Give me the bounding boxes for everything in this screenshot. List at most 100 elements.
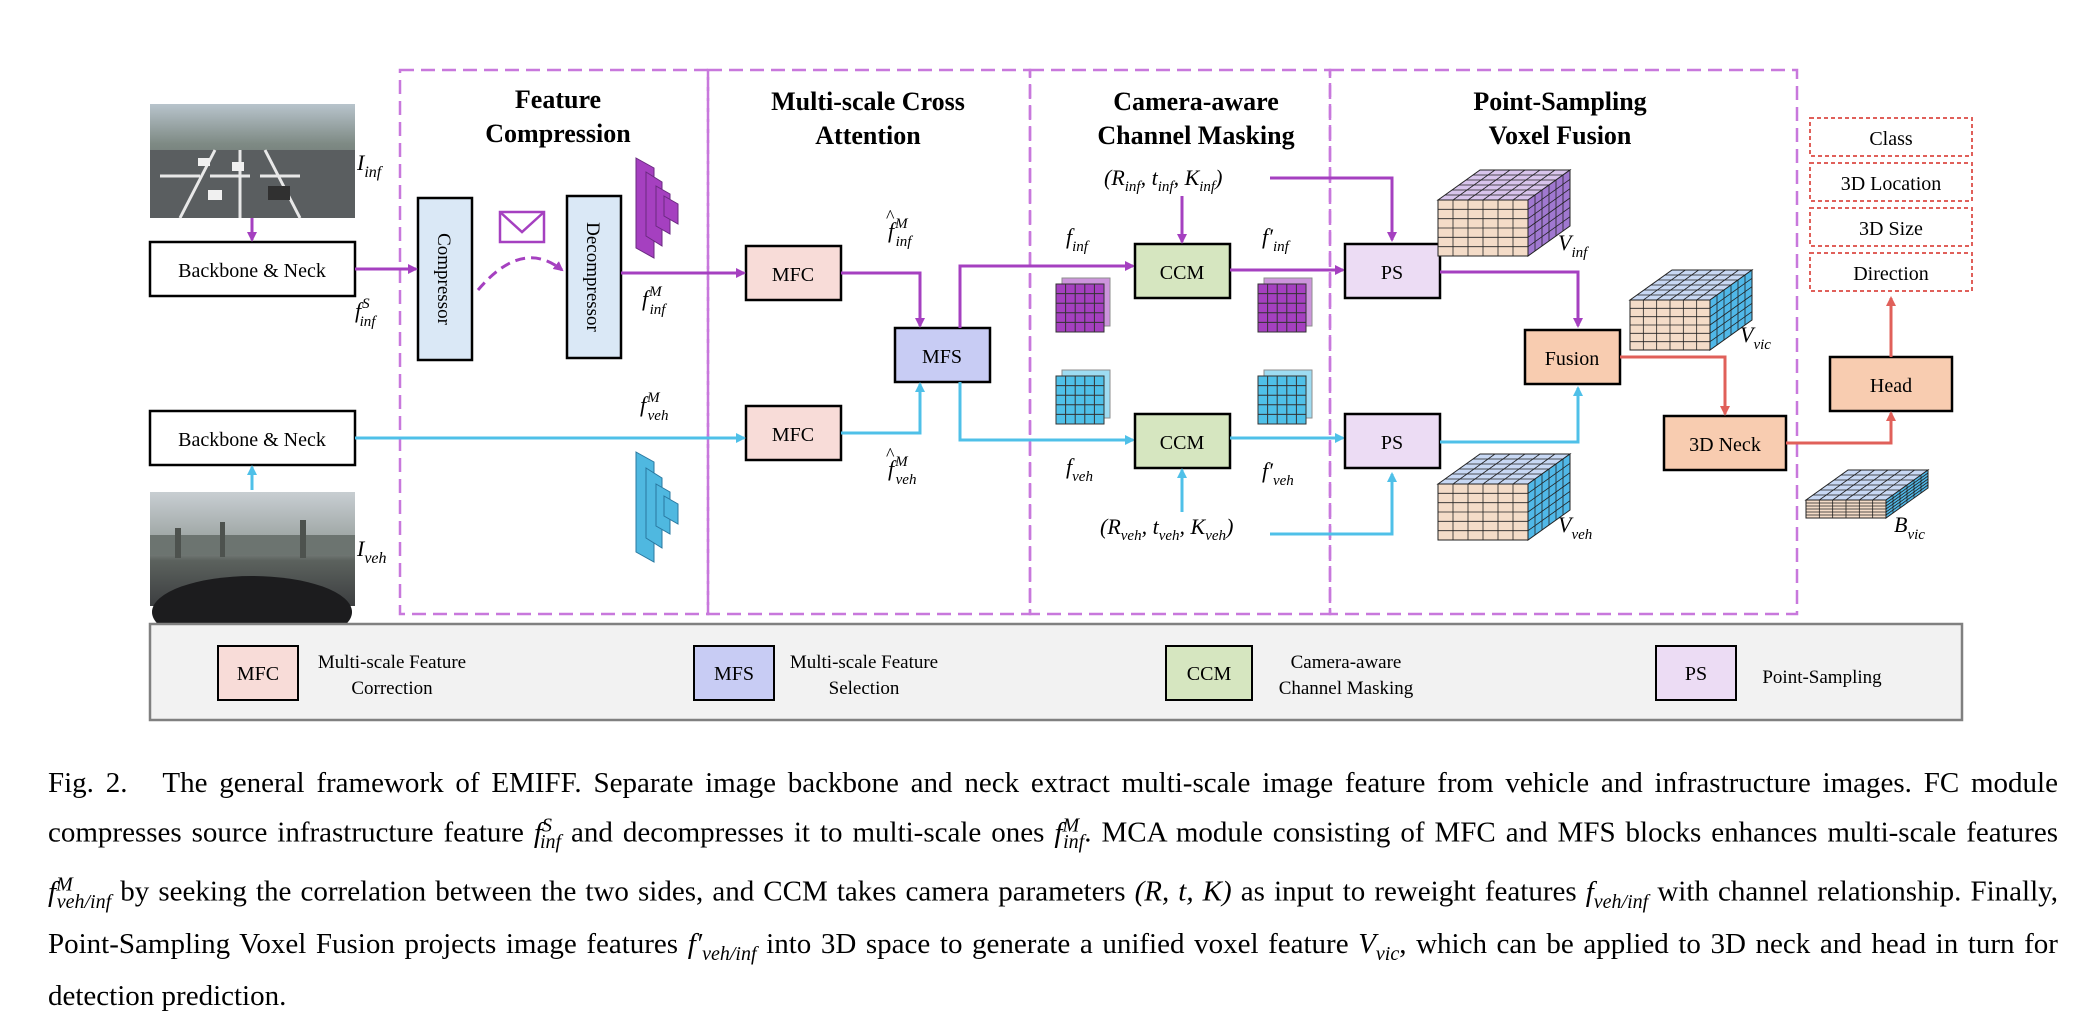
hat-veh: ^ xyxy=(886,444,895,464)
section-title-ccm-2: Channel Masking xyxy=(1097,121,1294,150)
compressor-box: Compressor xyxy=(416,196,474,362)
legend-ccm-desc-2: Channel Masking xyxy=(1279,678,1414,699)
label-i-veh: Iveh xyxy=(356,536,387,567)
caption-math-5: fveh/inf xyxy=(1585,876,1649,913)
caption-math-4: (R, t, K) xyxy=(1134,876,1232,909)
legend-mfs-tag: MFS xyxy=(714,663,754,685)
arrow-ps-fusion-inf xyxy=(1440,270,1583,328)
label-f-veh: fveh xyxy=(1066,454,1093,485)
section-title-psvf-2: Voxel Fusion xyxy=(1489,121,1632,150)
ccm-veh-label: CCM xyxy=(1160,432,1205,454)
label-v-vic: Vvic xyxy=(1740,322,1771,353)
camera-params-veh: (Rveh, tveh, Kveh) xyxy=(1100,514,1233,544)
feature-grid-inf-masked xyxy=(1257,277,1313,333)
voxel-vic xyxy=(1628,269,1754,351)
mfc-veh-label: MFC xyxy=(772,424,814,446)
caption-math-1: fSinf xyxy=(533,814,562,854)
caption-prefix: Fig. 2. xyxy=(48,767,128,799)
backbone-inf-label: Backbone & Neck xyxy=(178,260,326,282)
label-v-inf: Vinf xyxy=(1558,230,1589,261)
legend-mfc-desc-1: Multi-scale Feature xyxy=(318,652,466,673)
arrow-mfc-inf-mfs xyxy=(841,271,925,328)
camera-params-inf: (Rinf, tinf, Kinf) xyxy=(1104,165,1222,195)
label-i-inf: Iinf xyxy=(356,150,384,181)
mfc-inf-label: MFC xyxy=(772,264,814,286)
label-fprime-inf: f′inf xyxy=(1262,224,1291,255)
output-direction: Direction xyxy=(1853,263,1929,285)
arrow-neck-head xyxy=(1786,411,1896,445)
voxel-inf xyxy=(1436,169,1572,257)
hat-inf: ^ xyxy=(886,206,895,226)
caption-text-5: as input to reweight features xyxy=(1231,876,1586,909)
pyramid-veh-icon xyxy=(635,451,679,563)
legend-mfs-desc-2: Selection xyxy=(829,678,900,699)
mfs-label: MFS xyxy=(922,346,962,368)
section-title-psvf-1: Point-Sampling xyxy=(1473,87,1646,116)
arrow-params-ps-inf xyxy=(1270,176,1397,242)
voxel-bev xyxy=(1804,469,1930,519)
legend-ps-desc-1: Point-Sampling xyxy=(1762,667,1882,688)
section-title-fc-2: Compression xyxy=(485,119,631,148)
output-boxes xyxy=(1809,117,1973,292)
caption-math-7: Vvic xyxy=(1358,927,1400,965)
legend-mfs-desc-1: Multi-scale Feature xyxy=(790,652,938,673)
ccm-inf-box: CCM xyxy=(1133,242,1232,300)
legend-ccm-tag: CCM xyxy=(1187,663,1232,685)
mfc-veh-box: MFC xyxy=(744,404,843,462)
fusion-label: Fusion xyxy=(1545,348,1599,370)
ps-veh-box: PS xyxy=(1343,412,1442,470)
figure-caption: Fig. 2. The general framework of EMIFF. … xyxy=(48,762,2058,1017)
feature-grid-veh-masked xyxy=(1257,369,1313,425)
decompressor-box: Decompressor xyxy=(565,194,623,360)
section-title-mca-1: Multi-scale Cross xyxy=(771,87,965,116)
neck3d-box: 3D Neck xyxy=(1662,414,1788,472)
head-label: Head xyxy=(1870,375,1912,397)
legend-mfc-tag: MFC xyxy=(237,663,279,685)
arrow-mfs-ccm-inf xyxy=(958,261,1135,328)
output-3d-size: 3D Size xyxy=(1859,218,1923,240)
section-title-fc-1: Feature xyxy=(515,85,601,114)
backbone-inf-box: Backbone & Neck xyxy=(148,240,357,298)
label-fprime-veh: f′veh xyxy=(1262,458,1294,489)
legend-ps-tag: PS xyxy=(1685,663,1707,685)
caption-text-3: . MCA module consisting of MFC and MFS b… xyxy=(1084,816,2058,849)
ps-inf-label: PS xyxy=(1381,262,1403,284)
decompressor-label: Decompressor xyxy=(582,222,603,332)
arrow-params-ps-veh xyxy=(1270,472,1397,536)
fusion-box: Fusion xyxy=(1523,328,1622,386)
label-f-inf: finf xyxy=(1066,224,1090,255)
arrow-ps-fusion-veh xyxy=(1440,386,1583,444)
feature-grid-veh xyxy=(1055,369,1111,425)
mfc-inf-box: MFC xyxy=(744,244,843,302)
section-title-mca-2: Attention xyxy=(815,121,921,150)
feature-grid-inf xyxy=(1055,277,1111,333)
envelope-icon xyxy=(498,210,546,244)
neck3d-label: 3D Neck xyxy=(1689,434,1761,456)
compressor-label: Compressor xyxy=(433,233,454,326)
caption-math-2: fMinf xyxy=(1054,814,1085,854)
head-box: Head xyxy=(1828,355,1954,413)
framework-diagram: Feature Compression Multi-scale Cross At… xyxy=(148,68,1973,722)
caption-text-2: and decompresses it to multi-scale ones xyxy=(561,816,1055,849)
caption-math-6: f′veh/inf xyxy=(687,927,757,965)
infrastructure-image xyxy=(150,104,355,219)
legend-mfc-desc-2: Correction xyxy=(351,678,433,699)
arrow-mfs-ccm-veh xyxy=(958,382,1135,445)
caption-text-1: The general framework of EMIFF. Separate… xyxy=(48,767,2058,849)
legend-ccm-desc-1: Camera-aware xyxy=(1291,652,1402,673)
label-v-veh: Vveh xyxy=(1558,512,1592,543)
section-frames xyxy=(398,68,1799,616)
backbone-veh-box: Backbone & Neck xyxy=(148,409,357,467)
section-title-ccm-1: Camera-aware xyxy=(1113,87,1279,116)
caption-math-3: fMveh/inf xyxy=(48,873,112,913)
ccm-veh-box: CCM xyxy=(1133,412,1232,470)
transmission-arc xyxy=(476,256,564,291)
legend-panel: MFC Multi-scale Feature Correction MFS M… xyxy=(148,622,1964,722)
caption-text-4: by seeking the correlation between the t… xyxy=(111,876,1135,909)
ccm-inf-label: CCM xyxy=(1160,262,1205,284)
ps-inf-box: PS xyxy=(1343,242,1442,300)
caption-text-7: into 3D space to generate a unified voxe… xyxy=(756,927,1359,960)
